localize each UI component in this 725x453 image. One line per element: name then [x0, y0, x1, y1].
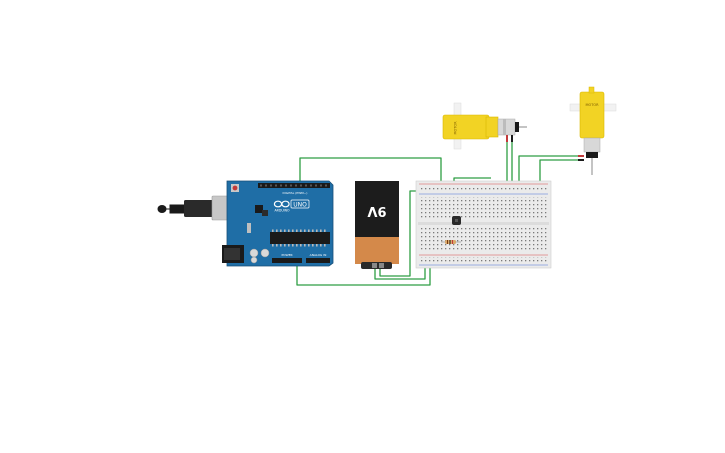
power-jack-inner	[224, 248, 240, 260]
power-header	[272, 258, 302, 263]
battery-terminal-negative	[379, 263, 384, 268]
digital-header	[258, 183, 330, 188]
terminal-holes-lower	[420, 228, 548, 250]
wire-motor-right-terminal-b[interactable]	[518, 155, 583, 190]
capacitor-3	[250, 256, 258, 264]
battery-9v[interactable]: 9V	[355, 181, 399, 269]
microcontroller-pins	[272, 229, 326, 247]
motor-right-gearbox-cap	[588, 86, 595, 94]
analog-header	[306, 258, 330, 263]
dc-motor-right[interactable]: MOTOR	[569, 86, 617, 175]
capacitor-1	[249, 248, 259, 258]
resistor-band-3	[452, 240, 453, 244]
breadboard-center-gap	[418, 222, 549, 225]
rail-bottom-holes	[420, 257, 548, 263]
resistor[interactable]	[441, 240, 461, 244]
motor-left-terminal-b	[511, 135, 513, 142]
motor-left-label: MOTOR	[454, 121, 458, 135]
battery-label: 9V	[367, 203, 386, 218]
digital-header-pins	[260, 184, 327, 187]
analog-header-label: ANALOG IN	[310, 253, 327, 257]
battery-body-top	[355, 181, 399, 237]
dc-motor-left[interactable]: MOTOR	[442, 102, 527, 150]
wire-battery-negative[interactable]	[379, 190, 425, 277]
arduino-brand: ARDUINO	[274, 209, 290, 213]
transistor-face	[455, 219, 458, 222]
digital-header-label: DIGITAL (PWM~)	[283, 191, 308, 195]
motor-right-gearbox	[579, 91, 605, 139]
motor-left-can	[497, 118, 516, 136]
arduino-uno[interactable]: DIGITAL (PWM~) ARDUINO UNO	[157, 180, 334, 267]
resistor-band-2	[449, 240, 451, 244]
usb-plug	[184, 200, 214, 217]
wire-battery-positive[interactable]	[374, 260, 426, 280]
rail-top-holes	[420, 186, 548, 192]
wire-arduino-bottom-to-breadboard[interactable]	[296, 255, 431, 286]
reset-button-cap	[232, 185, 238, 191]
motor-left-gearbox	[442, 114, 490, 140]
terminal-holes-upper	[420, 197, 548, 219]
motor-right-terminal-b	[578, 159, 584, 161]
usb-chip	[255, 205, 263, 213]
arduino-board	[226, 180, 334, 267]
motor-right-terminal-a	[578, 155, 584, 157]
wire-motor-right-terminal-a[interactable]	[539, 159, 583, 190]
motor-left-terminal-a	[506, 135, 508, 142]
arduino-logo	[273, 200, 290, 208]
microcontroller-chip	[270, 232, 330, 244]
motor-left-gearbox-step	[485, 116, 499, 138]
transistor[interactable]	[452, 216, 461, 225]
smd-chip	[262, 210, 268, 216]
battery-body-bottom	[355, 237, 399, 264]
crystal	[247, 223, 251, 233]
resistor-band-1	[447, 240, 448, 244]
motor-right-can	[583, 137, 601, 153]
capacitor-2	[260, 248, 270, 258]
power-header-label: POWER	[281, 253, 292, 257]
motor-right-label: MOTOR	[585, 103, 599, 107]
arduino-model: UNO	[293, 202, 307, 209]
usb-cable-tip	[157, 205, 167, 213]
wire-arduino-top-to-breadboard[interactable]	[299, 157, 442, 189]
breadboard[interactable]	[415, 180, 552, 269]
uno-badge	[290, 199, 310, 209]
motor-left-endcap	[515, 122, 519, 132]
motor-left-can-band	[503, 119, 506, 135]
motor-right-endcap	[586, 152, 598, 158]
battery-terminal-positive	[372, 263, 377, 268]
